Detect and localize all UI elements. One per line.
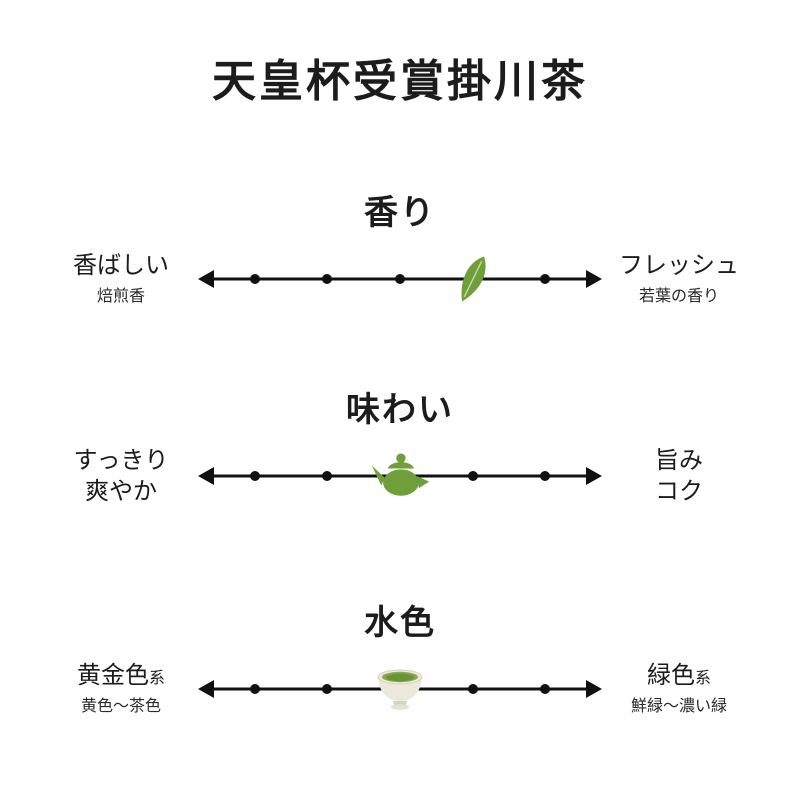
scale-axis: [198, 441, 602, 511]
scale-dot: [322, 273, 333, 284]
scale-dot: [540, 470, 551, 481]
right-arrow-icon: [586, 269, 602, 288]
scale-right-label: 旨み: [608, 445, 750, 476]
scale-right-label-text: フレッシュ: [619, 251, 739, 280]
scale-right-side: 緑色系 鮮緑〜濃い緑: [608, 660, 750, 717]
scale-row: 香ばしい 焙煎香 フレッシュ 若葉の香り: [0, 244, 800, 314]
scale-dot: [249, 683, 260, 694]
scale-left-label-text: 黄金色: [76, 661, 149, 690]
scale-left-label: 香ばしい: [50, 250, 192, 281]
scale-dot: [322, 683, 333, 694]
scale-left-label-text: 香ばしい: [73, 251, 169, 280]
teacup-icon: [371, 665, 429, 713]
scale-axis: [198, 654, 602, 724]
scale-dot: [467, 470, 478, 481]
scale-left-label-line2: 爽やか: [85, 476, 157, 505]
scale-section-aroma: 香り 香ばしい 焙煎香 フレッシュ: [0, 193, 800, 314]
scale-left-side: 黄金色系 黄色〜茶色: [50, 660, 192, 717]
scale-right-label-text: 旨み: [655, 445, 703, 474]
page-title: 天皇杯受賞掛川茶: [212, 56, 588, 107]
scale-left-sublabel: 焙煎香: [96, 286, 145, 306]
scale-left-label: 黄金色系: [50, 660, 192, 691]
scale-right-label: フレッシュ: [608, 250, 750, 281]
scale-right-side: 旨み コク: [608, 445, 750, 507]
scale-left-label: すっきり: [50, 445, 192, 476]
scale-right-label-suffix: 系: [694, 668, 711, 688]
scale-dot: [395, 273, 405, 284]
scale-section-liquor-color: 水色 黄金色系 黄色〜茶色: [0, 603, 800, 724]
scale-right-label-line2: コク: [655, 476, 703, 505]
scale-left-side: すっきり 爽やか: [50, 445, 192, 507]
right-arrow-icon: [586, 466, 602, 485]
scale-section-taste: 味わい すっきり 爽やか: [0, 390, 800, 511]
teapot-icon: [369, 450, 431, 502]
scale-left-side: 香ばしい 焙煎香: [50, 250, 192, 307]
scale-right-label-text: 緑色: [646, 661, 695, 690]
scale-left-label-suffix: 系: [148, 668, 165, 688]
left-arrow-icon: [198, 679, 214, 698]
right-arrow-icon: [586, 679, 602, 698]
scale-dot: [540, 273, 551, 284]
scale-row: すっきり 爽やか: [0, 441, 800, 511]
scale-right-sublabel: 若葉の香り: [638, 286, 719, 306]
scale-right-side: フレッシュ 若葉の香り: [608, 250, 750, 307]
scale-title: 香り: [364, 192, 436, 233]
scale-title: 水色: [364, 602, 436, 643]
scale-left-sublabel: 黄色〜茶色: [80, 696, 161, 716]
scale-title: 味わい: [346, 389, 454, 430]
scale-dot: [249, 470, 260, 481]
scale-dot: [540, 683, 551, 694]
scale-dot: [467, 683, 478, 694]
left-arrow-icon: [198, 466, 214, 485]
scale-dot: [249, 273, 260, 284]
scale-right-label: 緑色系: [608, 660, 750, 691]
scale-row: 黄金色系 黄色〜茶色: [0, 654, 800, 724]
leaf-icon: [455, 252, 491, 306]
scale-right-sublabel: 鮮緑〜濃い緑: [630, 696, 727, 716]
scale-axis: [198, 244, 602, 314]
left-arrow-icon: [198, 269, 214, 288]
scale-left-label-text: すっきり: [73, 445, 169, 474]
scale-dot: [322, 470, 333, 481]
